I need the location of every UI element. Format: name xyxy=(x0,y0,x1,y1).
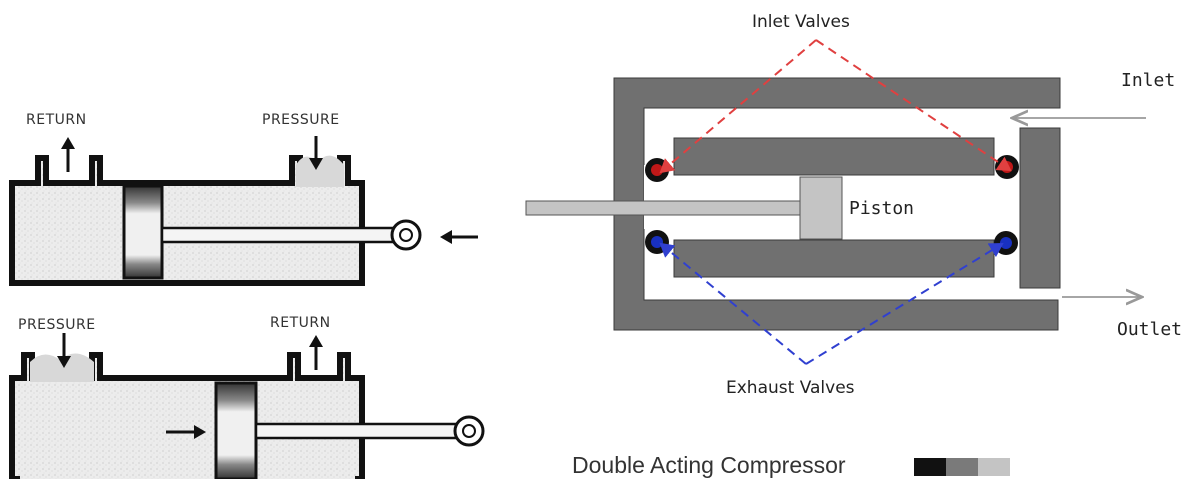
color-swatches xyxy=(914,458,1010,476)
exhaust-valves-leader xyxy=(659,242,807,365)
outlet-label: Outlet xyxy=(1117,319,1182,340)
bottom-return-label: RETURN xyxy=(270,315,331,331)
piston-rod xyxy=(525,200,801,216)
compressor: Piston Inlet Valves Exhaust Valves Inlet… xyxy=(525,12,1182,478)
top-rod xyxy=(160,226,396,244)
top-cylinder: RETURN PRESSURE xyxy=(9,112,478,286)
piston xyxy=(799,176,843,240)
piston-label: Piston xyxy=(849,198,914,219)
cylinder-wall-top xyxy=(673,137,995,176)
top-piston xyxy=(122,184,164,280)
swatch-black xyxy=(914,458,946,476)
top-pressure-label: PRESSURE xyxy=(262,112,340,128)
bottom-piston xyxy=(214,381,258,479)
swatch-dark-gray xyxy=(946,458,978,476)
bottom-cylinder: PRESSURE RETURN xyxy=(9,315,485,479)
swatch-light-gray xyxy=(978,458,1010,476)
inlet-valves-label: Inlet Valves xyxy=(752,12,850,32)
bottom-pressure-label: PRESSURE xyxy=(18,317,96,333)
cylinder-wall-bottom xyxy=(673,239,995,278)
compressor-title: Double Acting Compressor xyxy=(572,452,846,478)
exhaust-valves-label: Exhaust Valves xyxy=(726,378,855,398)
top-return-label: RETURN xyxy=(26,112,87,128)
inlet-valves-leader xyxy=(659,39,817,174)
end-plate xyxy=(1019,127,1061,289)
inlet-label: Inlet xyxy=(1121,70,1175,91)
compressor-housing xyxy=(613,77,1061,331)
bottom-rod xyxy=(254,422,458,440)
